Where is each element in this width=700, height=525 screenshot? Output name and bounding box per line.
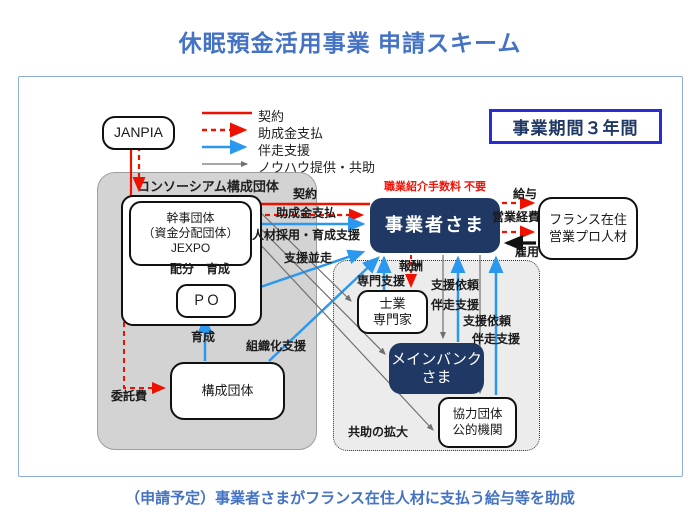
label-support-request-2: 支援依頼 <box>463 314 512 328</box>
partner-org-line2: 公的機関 <box>452 422 503 437</box>
label-support-request-1: 支援依頼 <box>431 278 480 292</box>
po-label: ＰＯ <box>192 292 220 309</box>
lead-org-box: 幹事団体 （資金分配団体） JEXPO <box>129 201 252 266</box>
mutual-aid-label: 共助の拡大 <box>348 425 409 439</box>
janpia-label: JANPIA <box>113 124 163 141</box>
consortium-panel-label: コンソーシアム構成団体 <box>137 179 279 194</box>
label-sales-expense: 営業経費 <box>492 210 541 224</box>
label-nurture-upper: 育成 <box>206 262 231 276</box>
lead-org-line2: （資金分配団体） <box>142 226 239 240</box>
professional-box: 士業 専門家 <box>357 290 428 334</box>
label-allocation: 配分 <box>170 262 195 276</box>
lead-org-line3: JEXPO <box>170 241 211 255</box>
label-no-referral-fee: 職業紹介手数料 不要 <box>384 181 487 193</box>
france-worker-line2: 営業プロ人材 <box>548 228 627 244</box>
legend-knowhow-label: ノウハウ提供・共助 <box>258 160 376 175</box>
janpia-box: JANPIA <box>102 116 175 150</box>
label-accompany-2: 伴走支援 <box>472 332 521 346</box>
france-worker-box: フランス在住 営業プロ人材 <box>538 197 638 260</box>
business-operator-box: 事業者さま <box>370 198 500 253</box>
page-title: 休眠預金活用事業 申請スキーム <box>178 30 522 56</box>
legend-accompany-label: 伴走支援 <box>258 143 311 158</box>
business-operator-label: 事業者さま <box>385 214 485 235</box>
partner-org-line1: 協力団体 <box>452 406 503 421</box>
label-grant-payment: 助成金支払 <box>276 206 337 220</box>
legend-grant-label: 助成金支払 <box>258 126 324 141</box>
label-contract: 契約 <box>293 187 318 201</box>
label-remuneration: 報酬 <box>399 259 424 273</box>
label-recruit-support: 人材採用・育成支援 <box>252 228 361 242</box>
label-commission-fee: 委託費 <box>111 389 148 403</box>
main-bank-line1: メインバンク <box>391 350 482 368</box>
label-organization-support: 組織化支援 <box>246 339 307 353</box>
lead-org-line1: 幹事団体 <box>166 211 215 225</box>
label-nurture-lower: 育成 <box>191 330 216 344</box>
page-caption: （申請予定）事業者さまがフランス在住人材に支払う給与等を助成 <box>125 490 575 507</box>
label-parallel-support: 支援並走 <box>284 251 333 265</box>
project-period-label: 事業期間３年間 <box>512 119 639 138</box>
project-period-badge: 事業期間３年間 <box>489 109 662 144</box>
label-accompany-1: 伴走支援 <box>431 298 480 312</box>
main-bank-line2: さま <box>421 368 452 386</box>
member-org-box: 構成団体 <box>170 362 285 420</box>
label-salary: 給与 <box>513 187 538 201</box>
main-bank-box: メインバンク さま <box>389 343 484 394</box>
partner-org-box: 協力団体 公的機関 <box>438 397 517 448</box>
professional-line2: 専門家 <box>372 312 412 327</box>
france-worker-line1: フランス在住 <box>549 212 627 228</box>
po-box: ＰＯ <box>176 284 236 318</box>
label-expert-support: 専門支援 <box>357 274 406 288</box>
professional-line1: 士業 <box>379 295 406 311</box>
member-org-label: 構成団体 <box>201 382 254 398</box>
label-employment: 雇用 <box>515 245 540 259</box>
legend-contract-label: 契約 <box>258 109 285 124</box>
